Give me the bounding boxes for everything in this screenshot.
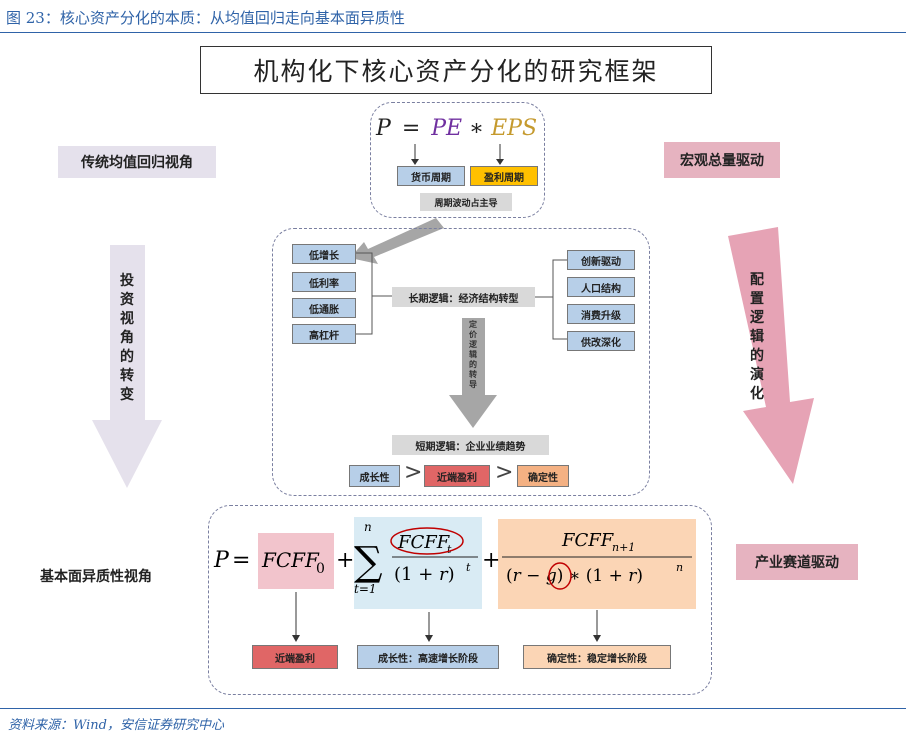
profit-cycle-box: 盈利周期 [470, 166, 538, 186]
svg-text:=: = [232, 548, 250, 573]
formula-p: P [376, 116, 391, 141]
dcf-formula: P = FCFF 0 + ∑ n t=1 FCFF t (1 + r) t + … [213, 517, 696, 609]
svg-text:FCFF: FCFF [561, 530, 615, 551]
bottom-formula-box [208, 505, 712, 695]
formula-pe: PE [431, 116, 463, 141]
low-rate-box: 低利率 [292, 272, 356, 292]
gt-sign-2: > [495, 460, 514, 485]
vchar: 逻 [750, 310, 764, 326]
vchar: 视 [120, 311, 134, 327]
svg-text:(r − g) ∗ (1 + r): (r − g) ∗ (1 + r) [506, 566, 643, 586]
low-growth-box: 低增长 [292, 244, 356, 264]
vchar: 价 [469, 330, 477, 339]
svg-text:FCFF: FCFF [397, 532, 451, 553]
gray-down-arrow [449, 318, 497, 428]
macro-driver-label: 宏观总量驱动 [664, 142, 780, 178]
svg-text:+: + [336, 548, 354, 573]
chain-growth-box: 成长性 [349, 465, 400, 487]
vchar: 转 [469, 370, 477, 379]
pe-eps-formula: P = PE ∗ EPS [376, 116, 537, 141]
monetary-cycle-box: 货币周期 [397, 166, 465, 186]
industry-driver-label: 产业赛道驱动 [736, 544, 858, 580]
vchar: 投 [120, 273, 134, 289]
svg-text:FCFF: FCFF [261, 548, 320, 572]
figure-caption: 图 23：核心资产分化的本质：从均值回归走向基本面异质性 [6, 9, 405, 27]
long-term-logic-box: 长期逻辑：经济结构转型 [392, 287, 535, 307]
vchar: 变 [120, 387, 134, 403]
top-formula-box [370, 102, 545, 218]
formula-eq: = [401, 116, 421, 141]
result-near-profit-box: 近端盈利 [252, 645, 338, 669]
chain-certainty-box: 确定性 [517, 465, 569, 487]
svg-text:n: n [676, 561, 683, 574]
low-inflation-box: 低通胀 [292, 298, 356, 318]
consumption-box: 消费升级 [567, 304, 635, 324]
top-rule [0, 32, 906, 33]
svg-text:n: n [364, 520, 372, 534]
main-title: 机构化下核心资产分化的研究框架 [200, 46, 712, 94]
gray-diagonal-arrow [350, 218, 444, 264]
svg-text:t: t [447, 543, 452, 556]
fundamental-view-label: 基本面异质性视角 [40, 569, 152, 585]
vchar: 定 [469, 320, 477, 329]
transition-vertical-text: 投 资 视 角 的 转 变 [117, 272, 137, 405]
evolution-vertical-text: 配 置 逻 辑 的 演 化 [747, 271, 767, 404]
svg-text:+: + [482, 548, 500, 573]
vchar: 的 [469, 360, 477, 369]
short-term-logic-box: 短期逻辑：企业业绩趋势 [392, 435, 549, 455]
svg-text:n+1: n+1 [612, 541, 635, 554]
vchar: 角 [120, 330, 134, 346]
vchar: 辑 [469, 350, 477, 359]
pricing-logic-vertical-text: 定 价 逻 辑 的 转 导 [463, 320, 483, 390]
vchar: 配 [750, 272, 764, 288]
vchar: 逻 [469, 340, 477, 349]
formula-star: ∗ [469, 116, 485, 141]
supply-reform-box: 供改深化 [567, 331, 635, 351]
bottom-rule [0, 708, 906, 709]
svg-text:t=1: t=1 [354, 582, 377, 596]
right-diagonal-arrow [728, 227, 814, 484]
vchar: 转 [120, 368, 134, 384]
svg-text:P: P [213, 548, 230, 573]
result-certainty-box: 确定性：稳定增长阶段 [523, 645, 671, 669]
result-growth-box: 成长性：高速增长阶段 [357, 645, 499, 669]
population-box: 人口结构 [567, 277, 635, 297]
middle-logic-box [272, 228, 650, 496]
svg-text:(1 + r): (1 + r) [394, 564, 455, 585]
vchar: 化 [750, 386, 764, 402]
vchar: 资 [120, 292, 134, 308]
vchar: 演 [750, 367, 764, 383]
vchar: 导 [469, 380, 477, 389]
cycle-dominant-note: 周期波动占主导 [420, 193, 512, 211]
vchar: 的 [750, 348, 764, 364]
formula-eps: EPS [491, 116, 538, 141]
innovation-box: 创新驱动 [567, 250, 635, 270]
vchar: 置 [750, 291, 764, 307]
gt-sign-1: > [404, 460, 423, 485]
vchar: 辑 [750, 329, 764, 345]
svg-text:t: t [466, 561, 471, 574]
high-leverage-box: 高杠杆 [292, 324, 356, 344]
svg-text:∑: ∑ [354, 539, 383, 585]
left-down-arrow [92, 245, 162, 488]
chain-near-profit-box: 近端盈利 [424, 465, 490, 487]
svg-text:0: 0 [316, 561, 325, 577]
vchar: 的 [120, 349, 134, 365]
source-note: 资料来源：Wind，安信证券研究中心 [8, 718, 224, 733]
traditional-view-label: 传统均值回归视角 [58, 146, 216, 178]
